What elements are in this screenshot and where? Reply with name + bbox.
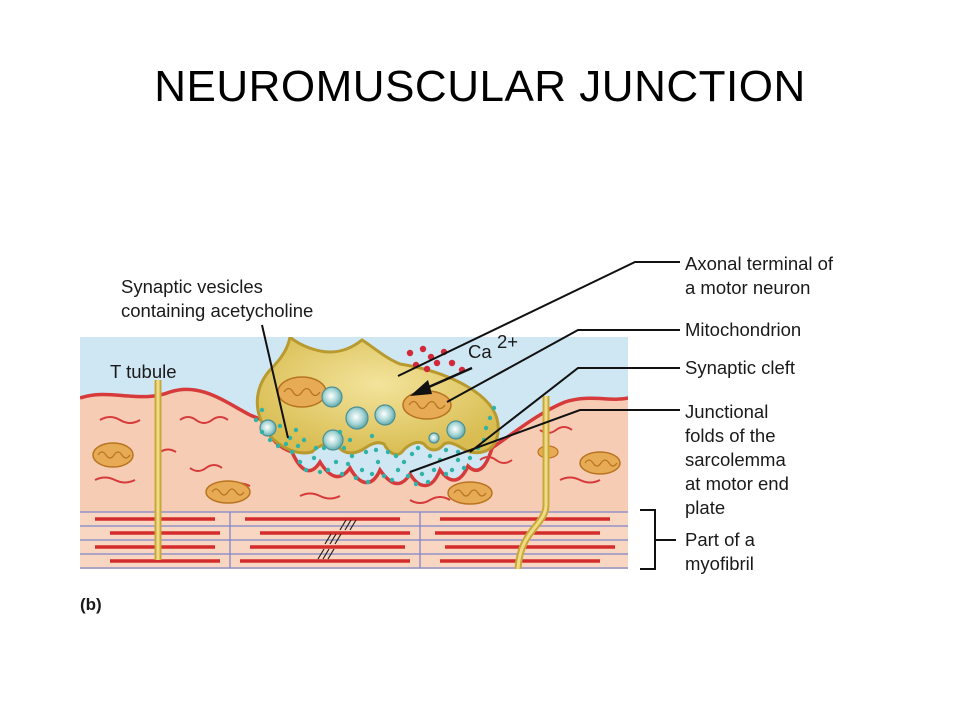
acetylcholine-dot (431, 467, 437, 473)
calcium-charge-label: 2+ (497, 331, 518, 352)
acetylcholine-dot (317, 469, 323, 475)
acetylcholine-dot (487, 415, 493, 421)
vesicles-leader (261, 324, 289, 439)
axon-terminal (255, 337, 500, 456)
break-marks (317, 519, 357, 560)
acetylcholine-dot (333, 459, 339, 465)
acetylcholine-dot (277, 423, 283, 429)
folds-leader (409, 409, 680, 473)
acetylcholine-dot (313, 445, 319, 451)
terminal-mitochondria (277, 376, 452, 420)
folds-label-line4: at motor end (685, 473, 789, 494)
acetylcholine-dot (267, 437, 273, 443)
folds-label-line1: Junctional (685, 401, 768, 422)
acetylcholine-dot (275, 443, 281, 449)
acetylcholine-dot (259, 429, 265, 435)
acetylcholine-dot (455, 457, 461, 463)
panel-label: (b) (80, 595, 102, 614)
acetylcholine-molecules (253, 405, 497, 487)
acetylcholine-dot (443, 471, 449, 477)
mitochondrion-label: Mitochondrion (685, 319, 801, 340)
slide-title: NEUROMUSCULAR JUNCTION (154, 62, 806, 111)
acetylcholine-dot (369, 471, 375, 477)
acetylcholine-dot (405, 473, 411, 479)
acetylcholine-dot (311, 455, 317, 461)
acetylcholine-dot (427, 453, 433, 459)
folds-label-line2: folds of the (685, 425, 776, 446)
acetylcholine-dot (393, 453, 399, 459)
acetylcholine-dot (467, 455, 473, 461)
acetylcholine-dot (359, 467, 365, 473)
acetylcholine-dot (259, 407, 265, 413)
acetylcholine-dot (337, 429, 343, 435)
acetylcholine-dot (401, 459, 407, 465)
myofibril-label-line2: myofibril (685, 553, 754, 574)
acetylcholine-dot (295, 443, 301, 449)
acetylcholine-dot (289, 449, 295, 455)
synaptic-vesicles (259, 386, 466, 451)
acetylcholine-dot (461, 465, 467, 471)
acetylcholine-dot (369, 433, 375, 439)
acetylcholine-dot (413, 481, 419, 487)
acetylcholine-dot (349, 453, 355, 459)
acetylcholine-dot (385, 449, 391, 455)
acetylcholine-dot (325, 467, 331, 473)
acetylcholine-dot (293, 427, 299, 433)
calcium-arrowhead (410, 380, 432, 396)
acetylcholine-dot (341, 445, 347, 451)
t-tubule-label: T tubule (110, 361, 177, 382)
acetylcholine-dot (353, 475, 359, 481)
acetylcholine-dot (365, 479, 371, 485)
acetylcholine-dot (415, 445, 421, 451)
t-tubule-right-core (516, 396, 548, 569)
acetylcholine-dot (347, 437, 353, 443)
folds-label-line3: sarcolemma (685, 449, 786, 470)
acetylcholine-dot (443, 447, 449, 453)
acetylcholine-dot (345, 461, 351, 467)
cleft-leader (469, 367, 680, 453)
acetylcholine-dot (373, 447, 379, 453)
sarcolemma (80, 387, 628, 488)
acetylcholine-dot (283, 441, 289, 447)
acetylcholine-dot (363, 449, 369, 455)
acetylcholine-dot (381, 473, 387, 479)
acetylcholine-dot (419, 471, 425, 477)
acetylcholine-dot (297, 459, 303, 465)
axon-leader (397, 261, 680, 377)
acetylcholine-dot (449, 467, 455, 473)
acetylcholine-dot (253, 417, 259, 423)
acetylcholine-dot (491, 405, 497, 411)
acetylcholine-dot (303, 467, 309, 473)
illustration-panel (80, 337, 628, 569)
calcium-label: Ca (468, 341, 492, 362)
acetylcholine-dot (395, 467, 401, 473)
acetylcholine-dot (339, 471, 345, 477)
acetylcholine-dot (483, 425, 489, 431)
myofibril-label-line1: Part of a (685, 529, 756, 550)
acetylcholine-dot (389, 477, 395, 483)
folds-label-line5: plate (685, 497, 725, 518)
acetylcholine-dot (375, 459, 381, 465)
calcium-arrow (421, 366, 473, 392)
myofibril-bracket (640, 509, 676, 570)
acetylcholine-dot (425, 479, 431, 485)
acetylcholine-dot (287, 435, 293, 441)
calcium-ions (406, 345, 466, 374)
vesicles-label-line1: Synaptic vesicles (121, 276, 263, 297)
acetylcholine-dot (321, 445, 327, 451)
mitochondrion-leader (446, 329, 680, 403)
cleft-label: Synaptic cleft (685, 357, 795, 378)
acetylcholine-dot (301, 437, 307, 443)
axon-label-line1: Axonal terminal of (685, 253, 834, 274)
acetylcholine-dot (409, 451, 415, 457)
axon-label-line2: a motor neuron (685, 277, 810, 298)
vesicles-label-line2: containing acetycholine (121, 300, 313, 321)
